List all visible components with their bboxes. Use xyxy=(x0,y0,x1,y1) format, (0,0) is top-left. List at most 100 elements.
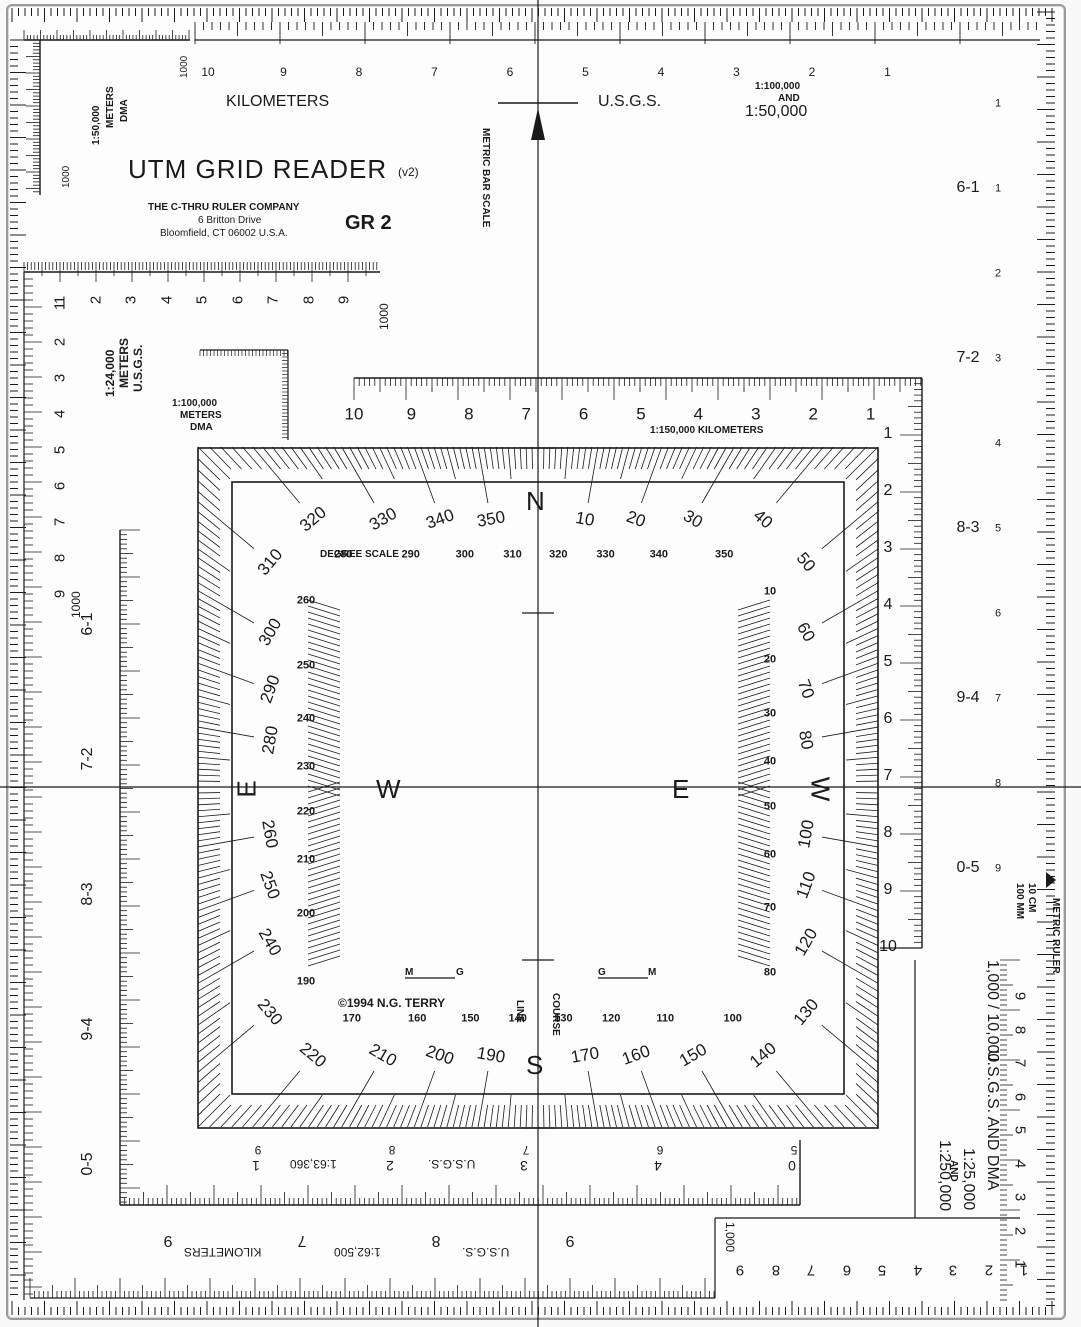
left-side-hatch xyxy=(307,707,341,719)
degree-tick xyxy=(197,955,221,969)
scale-50k-label: 1:50,000 xyxy=(745,103,808,120)
kilometers-label-bottom: KILOMETERS xyxy=(184,1245,262,1259)
degree-tick xyxy=(341,446,375,504)
degree-tick xyxy=(845,548,879,572)
degree-tick xyxy=(845,1094,879,1128)
right-side-hatch xyxy=(737,829,771,841)
degree-tick xyxy=(197,768,221,771)
g-to-m-g: G xyxy=(598,967,606,978)
inner-degree-label: 120 xyxy=(601,1012,621,1025)
degree-tick xyxy=(855,915,879,925)
inner-degree-label: 290 xyxy=(401,548,420,561)
left-side-hatch xyxy=(307,701,341,713)
left-side-hatch xyxy=(307,767,341,779)
left-side-hatch xyxy=(307,913,341,925)
degree-tick xyxy=(616,446,624,470)
degree-tick xyxy=(197,908,221,918)
degree-tick xyxy=(616,1104,624,1128)
right-side-hatch xyxy=(737,713,771,725)
degree-tick xyxy=(262,446,281,470)
ruler-150k-vnumber: 2 xyxy=(883,482,893,499)
degree-tick xyxy=(768,1104,786,1128)
degree-tick xyxy=(855,732,879,738)
bottom-outer-number: 8 xyxy=(771,1261,780,1279)
degree-tick xyxy=(795,1104,814,1128)
ruler-150k-number: 1 xyxy=(865,404,876,424)
right-edge-number: 1 xyxy=(994,182,1002,195)
ruler-150k-vnumber: 1 xyxy=(883,425,893,442)
left-side-hatch xyxy=(307,895,341,907)
degree-tick xyxy=(489,446,494,470)
right-side-hatch xyxy=(737,629,771,641)
inner-degree-label: 40 xyxy=(763,755,777,768)
side-pair-left: 6-1 xyxy=(79,612,96,636)
side-pair-right: 8-3 xyxy=(956,519,980,536)
right-lower-number: 6 xyxy=(1011,1092,1029,1101)
left-side-hatch xyxy=(307,799,341,811)
degree-tick xyxy=(706,446,720,470)
left-side-hatch xyxy=(307,877,341,889)
degree-tick xyxy=(845,756,879,761)
degree-tick xyxy=(821,662,879,685)
outer-degree-label: 280 xyxy=(258,724,282,756)
left-side-hatch xyxy=(307,761,341,773)
degree-tick xyxy=(197,557,221,573)
degree-tick xyxy=(855,768,879,771)
degree-tick xyxy=(197,458,221,481)
degree-tick xyxy=(692,446,705,470)
degree-tick xyxy=(483,1104,489,1128)
right-side-hatch xyxy=(737,853,771,865)
degree-tick xyxy=(786,446,804,470)
degree-tick xyxy=(252,446,301,504)
side-pair-left: 9-4 xyxy=(79,1017,96,1041)
degree-tick xyxy=(855,701,879,709)
left-side-hatch xyxy=(307,689,341,701)
meters-label-100k: METERS xyxy=(180,410,222,421)
left-side-hatch xyxy=(307,737,341,749)
usgs-bottom-outer: U.S.G.S. xyxy=(462,1245,510,1259)
model-label: GR 2 xyxy=(345,212,392,234)
ruler-150k-vnumber: 6 xyxy=(883,710,893,727)
ruler-24k-number: 8 xyxy=(300,295,317,305)
degree-tick xyxy=(262,1104,281,1128)
right-side-hatch xyxy=(737,919,771,931)
left-side-hatch xyxy=(307,883,341,895)
degree-tick xyxy=(855,582,879,597)
right-side-hatch xyxy=(737,865,771,877)
inner-degree-label: 350 xyxy=(715,548,734,561)
inner-degree-label: 280 xyxy=(334,548,353,561)
left-side-hatch xyxy=(307,943,341,955)
inner-degree-label: 240 xyxy=(296,712,316,725)
degree-tick xyxy=(855,896,879,905)
right-side-hatch xyxy=(737,931,771,943)
degree-tick xyxy=(576,1104,581,1128)
degree-tick xyxy=(197,726,255,738)
degree-tick xyxy=(640,446,649,470)
inner-degree-label: 70 xyxy=(763,901,777,914)
right-lower-number: 4 xyxy=(1011,1159,1029,1168)
degree-tick xyxy=(647,446,656,470)
g-to-m-m: M xyxy=(648,967,657,978)
thousand-top-side: 1000 xyxy=(61,165,72,188)
degree-tick xyxy=(855,908,879,918)
degree-tick xyxy=(672,446,683,470)
company-address-1: 6 Britton Drive xyxy=(198,215,262,226)
degree-tick xyxy=(640,1070,663,1128)
right-side-hatch xyxy=(737,677,771,689)
right-side-hatch xyxy=(737,641,771,653)
right-side-hatch xyxy=(737,937,771,949)
degree-tick xyxy=(197,889,221,898)
degree-tick xyxy=(242,1104,262,1128)
degree-tick xyxy=(855,948,879,961)
degree-tick xyxy=(559,1104,563,1128)
degree-tick xyxy=(197,738,221,743)
right-side-hatch xyxy=(737,781,771,793)
degree-tick xyxy=(197,825,221,830)
west-letter-outer: W xyxy=(805,776,836,802)
east-letter-outer: E xyxy=(231,780,262,798)
right-side-hatch xyxy=(737,749,771,761)
degree-tick xyxy=(197,831,221,836)
side-pair-right: 7-2 xyxy=(956,349,980,366)
degree-tick xyxy=(821,590,879,624)
degree-tick xyxy=(753,1094,777,1128)
